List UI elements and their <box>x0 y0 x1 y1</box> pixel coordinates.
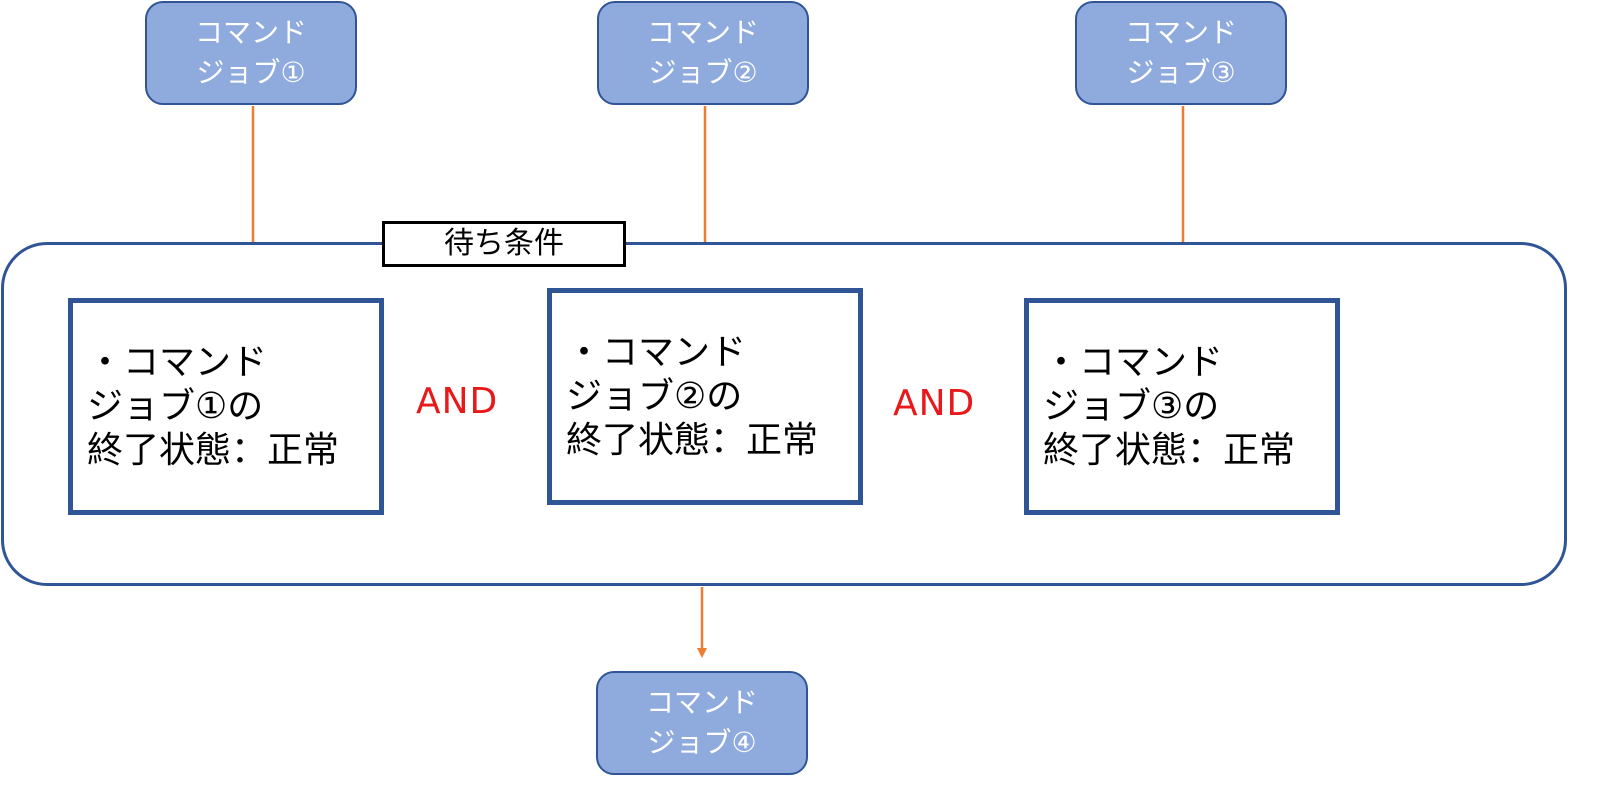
and-operator-1: AND <box>416 381 499 422</box>
condition-3-line1: ・コマンド <box>1043 342 1224 383</box>
condition-3-line2: ジョブ③の <box>1043 386 1220 427</box>
command-job-1-line2: ジョブ① <box>196 56 306 89</box>
condition-2-line1: ・コマンド <box>566 332 747 373</box>
command-job-3-line2: ジョブ③ <box>1126 56 1236 89</box>
condition-1-line3: 終了状態：正常 <box>87 430 340 471</box>
wait-condition-label: 待ち条件 <box>382 221 626 267</box>
command-job-1-line1: コマンド <box>194 16 307 49</box>
condition-2-line2: ジョブ②の <box>566 376 743 417</box>
condition-box-3[interactable]: ・コマンド ジョブ③の 終了状態：正常 <box>1024 298 1340 515</box>
command-job-2-line2: ジョブ② <box>648 56 758 89</box>
command-job-3-line1: コマンド <box>1124 16 1237 49</box>
condition-3-line3: 終了状態：正常 <box>1043 430 1296 471</box>
condition-box-2[interactable]: ・コマンド ジョブ②の 終了状態：正常 <box>547 288 863 505</box>
command-job-2-line1: コマンド <box>646 16 759 49</box>
command-job-4-line2: ジョブ④ <box>647 726 757 759</box>
condition-box-1[interactable]: ・コマンド ジョブ①の 終了状態：正常 <box>68 298 384 515</box>
command-job-3[interactable]: コマンド ジョブ③ <box>1075 1 1287 105</box>
command-job-4-line1: コマンド <box>645 686 758 719</box>
command-job-1[interactable]: コマンド ジョブ① <box>145 1 357 105</box>
and-operator-2: AND <box>893 383 976 424</box>
condition-2-line3: 終了状態：正常 <box>566 420 819 461</box>
condition-1-line1: ・コマンド <box>87 342 268 383</box>
command-job-2[interactable]: コマンド ジョブ② <box>597 1 809 105</box>
condition-1-line2: ジョブ①の <box>87 386 264 427</box>
command-job-4[interactable]: コマンド ジョブ④ <box>596 671 808 775</box>
